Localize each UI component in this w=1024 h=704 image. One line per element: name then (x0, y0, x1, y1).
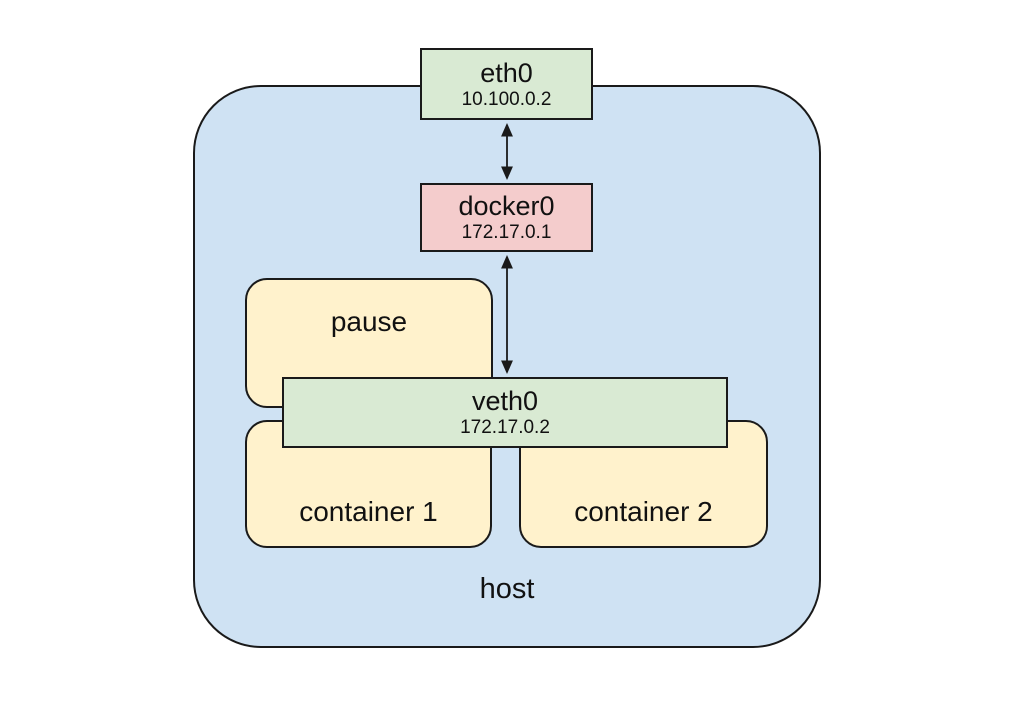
container-1-label: container 1 (299, 496, 438, 527)
veth0-label: veth0 (471, 386, 539, 416)
docker0-ip: 172.17.0.1 (461, 222, 552, 243)
veth0-ip: 172.17.0.2 (460, 417, 550, 438)
pause-label: pause (330, 306, 408, 337)
eth0-ip: 10.100.0.2 (461, 88, 552, 110)
container-2-label: container 2 (574, 496, 713, 527)
eth0-label: eth0 (480, 57, 533, 88)
docker0-label: docker0 (458, 191, 555, 221)
eth0-node: eth0 10.100.0.2 (420, 48, 593, 120)
docker0-node: docker0 172.17.0.1 (420, 183, 593, 252)
veth0-node: veth0 172.17.0.2 (282, 377, 728, 448)
host-label: host (479, 573, 535, 605)
